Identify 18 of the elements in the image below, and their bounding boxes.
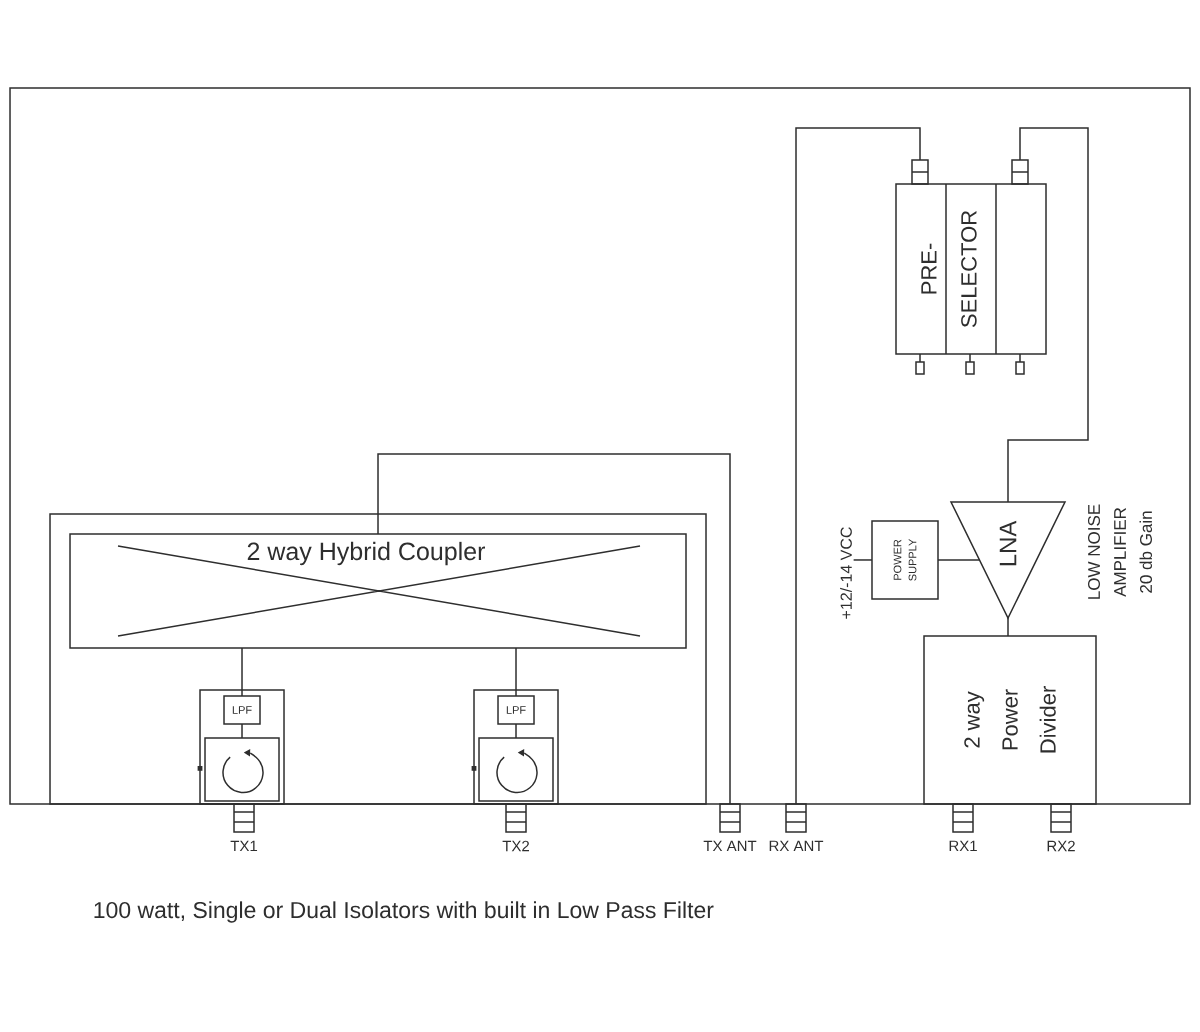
signal-line <box>515 647 517 697</box>
signal-line <box>1007 617 1009 637</box>
signal-line <box>1007 127 1089 503</box>
frame-box <box>49 513 707 805</box>
signal-line <box>852 559 873 561</box>
side-note: LOW NOISE AMPLIFIER 20 db Gain <box>1088 504 1152 599</box>
module-box <box>199 689 285 805</box>
signal-line <box>377 453 731 805</box>
coupler-box: 2 way Hybrid Coupler <box>69 533 687 649</box>
signal-line <box>515 723 517 739</box>
signal-line <box>241 647 243 697</box>
signal-line <box>937 559 981 561</box>
preselector-filter: PRE- SELECTOR <box>895 159 1047 375</box>
signal-line <box>241 723 243 739</box>
signal-line <box>795 127 921 805</box>
voltage-label: +12/-14 VCC <box>840 527 852 619</box>
caption: 100 watt, Single or Dual Isolators with built in Low Pass Filter <box>94 901 714 923</box>
module-box <box>473 689 559 805</box>
